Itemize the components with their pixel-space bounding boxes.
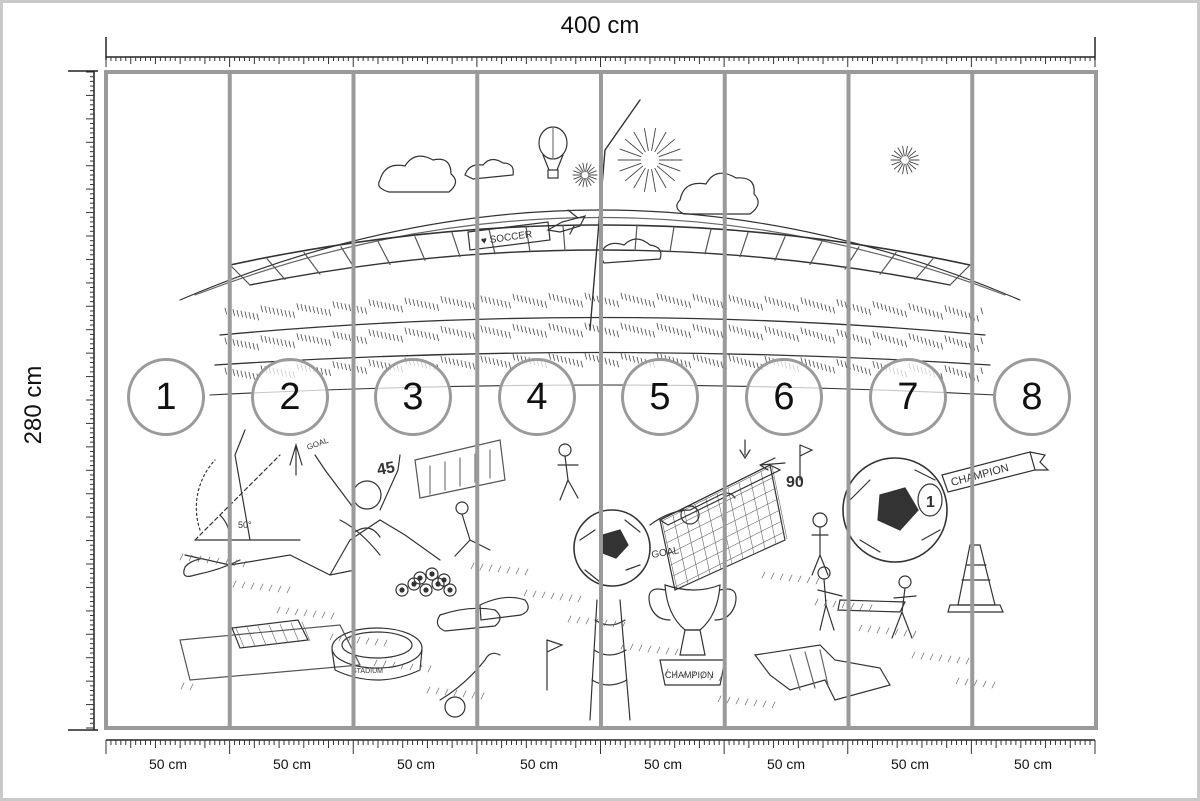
panel-frame — [104, 70, 1098, 730]
ball-number: 1 — [926, 494, 935, 511]
panel-number-8: 8 — [993, 358, 1071, 436]
stadium-label: STADIUM — [352, 668, 383, 675]
panel-width-label-6: 50 cm — [766, 756, 806, 772]
panel-width-label-7: 50 cm — [890, 756, 930, 772]
bottom-ruler-ticks — [105, 740, 1096, 754]
top-ruler-ticks — [105, 57, 1096, 67]
total-height-label: 280 cm — [20, 365, 47, 445]
champion-ribbon-text: CHAMPION — [950, 462, 1010, 489]
panel-width-label-8: 50 cm — [1013, 756, 1053, 772]
panel-number-7: 7 — [869, 358, 947, 436]
stadium-illustration — [179, 99, 1050, 721]
score-90: 90 — [786, 474, 804, 491]
left-ruler-ticks — [86, 71, 94, 729]
panel-width-label-4: 50 cm — [519, 756, 559, 772]
total-width-label: 400 cm — [560, 12, 640, 39]
panel-number-2: 2 — [251, 358, 329, 436]
panel-number-4: 4 — [498, 358, 576, 436]
goal-label-1: GOAL — [306, 436, 330, 452]
panel-number-6: 6 — [745, 358, 823, 436]
goal-label-2: GOAL — [651, 545, 681, 561]
panel-width-label-1: 50 cm — [148, 756, 188, 772]
top-dimension-line — [105, 37, 1096, 60]
panel-number-3: 3 — [374, 358, 452, 436]
panel-width-label-5: 50 cm — [643, 756, 683, 772]
panel-number-1: 1 — [127, 358, 205, 436]
panel-width-label-2: 50 cm — [272, 756, 312, 772]
banner-text: I ♥ SOCCER — [475, 229, 533, 248]
panel-number-5: 5 — [621, 358, 699, 436]
panel-width-label-3: 50 cm — [396, 756, 436, 772]
trophy-label: CHAMPION — [665, 670, 714, 680]
angle-label: 50° — [238, 520, 252, 530]
score-45: 45 — [376, 459, 397, 479]
